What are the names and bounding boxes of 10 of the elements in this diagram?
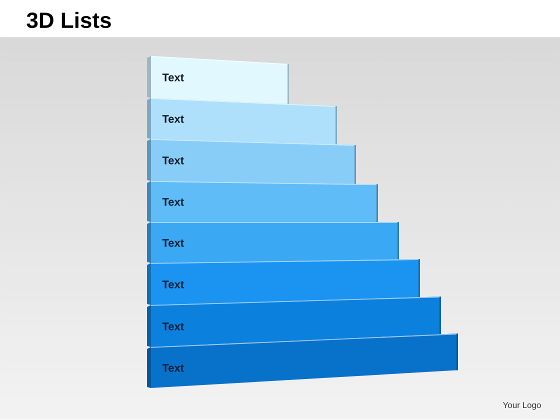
title: 3D Lists: [26, 12, 111, 28]
bar: Text: [147, 222, 399, 263]
bar: Text: [147, 181, 378, 222]
bar: Text: [147, 139, 356, 184]
label-text: Your Logo: [502, 402, 541, 410]
bar: Text: [147, 296, 441, 347]
bar: Text: [147, 98, 337, 144]
bar: Text: [147, 259, 420, 305]
bar: Text: [147, 334, 458, 388]
bar: Text: [147, 56, 289, 104]
